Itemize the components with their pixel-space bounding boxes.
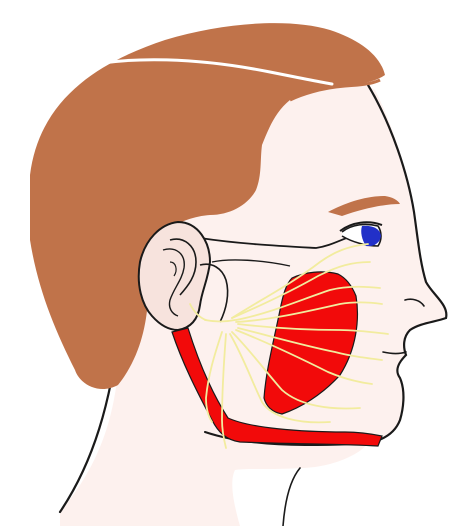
neck-front-outline (283, 468, 300, 526)
